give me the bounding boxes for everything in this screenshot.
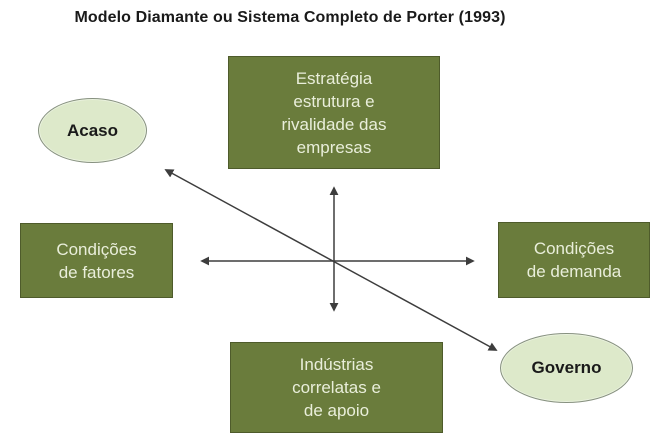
node-government: Governo [500, 333, 633, 403]
node-factors-label: Condições de fatores [56, 239, 137, 282]
node-related-supporting-industries: Indústrias correlatas e de apoio [230, 342, 443, 433]
diagram-title: Modelo Diamante ou Sistema Completo de P… [74, 9, 506, 26]
node-government-label: Governo [531, 358, 602, 377]
node-strategy-structure-rivalry: Estratégia estrutura e rivalidade das em… [228, 56, 440, 169]
node-chance: Acaso [38, 98, 147, 163]
node-industries-label: Indústrias correlatas e de apoio [292, 355, 381, 420]
node-chance-label: Acaso [66, 120, 119, 140]
node-factor-conditions: Condições de fatores [20, 223, 173, 298]
node-demand-conditions: Condições de demanda [498, 222, 650, 298]
diagonal-double-arrow [164, 169, 498, 351]
node-strategy-label: Estratégia estrutura e rivalidade das em… [281, 68, 387, 157]
node-demand-label: Condições de demanda [526, 239, 622, 281]
